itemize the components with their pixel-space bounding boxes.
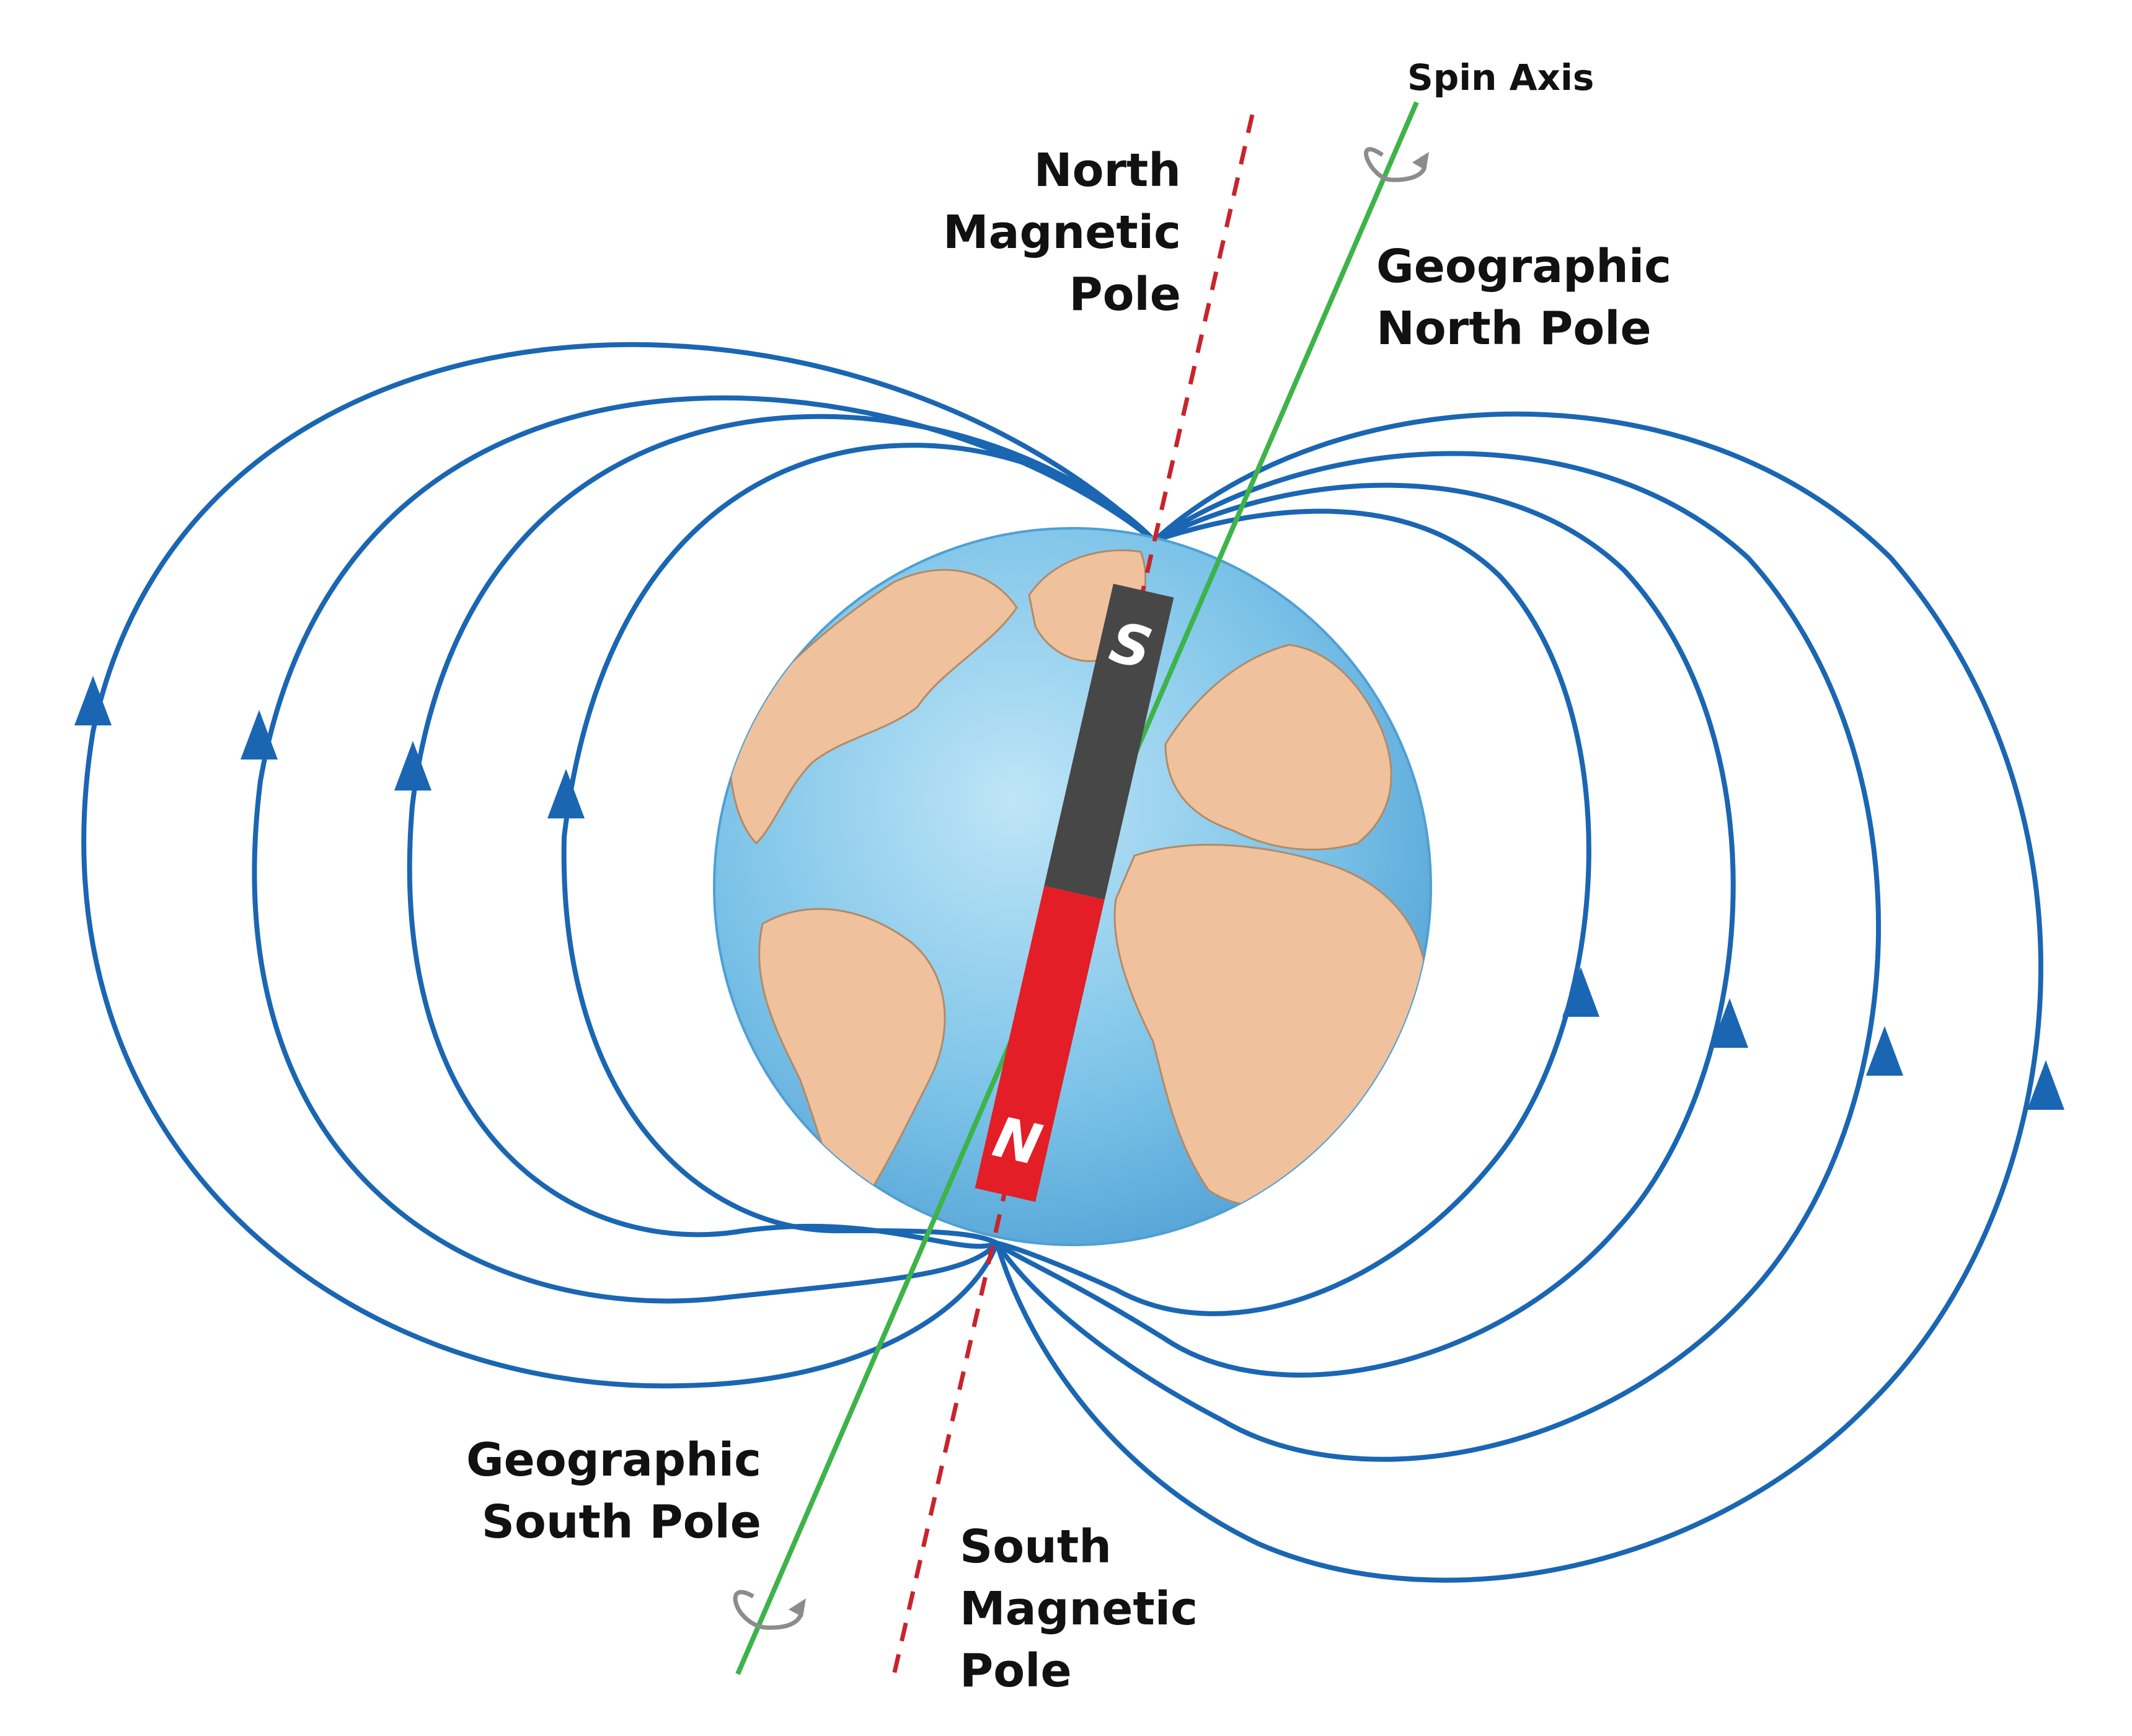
north-magnetic-pole-line-1: North	[1034, 144, 1181, 197]
rotation-arrow-bottom	[733, 1590, 806, 1630]
field-line-right-3	[995, 482, 1736, 1378]
field-line-left-3	[407, 414, 1156, 1249]
arrow-left-4	[547, 769, 585, 818]
field-lines-left	[81, 342, 1156, 1389]
geographic-north-pole-line-1: Geographic	[1376, 240, 1671, 293]
arrow-left-3	[394, 741, 431, 790]
geographic-south-pole-label: Geographic South Pole	[466, 1433, 761, 1549]
field-lines-right	[994, 411, 2043, 1583]
arrow-right-3	[1711, 998, 1748, 1048]
continent-north-america	[728, 569, 1018, 845]
rotation-arrow-top	[1364, 147, 1429, 182]
arrow-right-2	[1866, 1026, 1903, 1076]
geographic-north-pole-line-2: North Pole	[1376, 302, 1652, 355]
arrow-right-1	[2027, 1060, 2064, 1110]
arrow-left-1	[74, 676, 112, 725]
magnet-north-half	[975, 885, 1105, 1202]
arrow-left-2	[241, 710, 278, 760]
magnetic-axis-line	[890, 114, 1255, 1681]
north-magnetic-pole-line-2: Magnetic	[943, 206, 1181, 259]
field-line-right-2	[994, 451, 1881, 1462]
north-magnetic-pole-label: North Magnetic Pole	[943, 144, 1181, 321]
field-line-left-4	[561, 443, 1156, 1246]
spin-axis-label: Spin Axis	[1407, 56, 1594, 99]
field-line-left-2	[252, 395, 1156, 1304]
continent-europe	[1164, 644, 1392, 851]
field-line-arrows	[74, 676, 2064, 1110]
south-magnetic-pole-line-3: Pole	[960, 1644, 1072, 1698]
field-line-left-1	[81, 342, 1156, 1389]
geographic-south-pole-line-1: Geographic	[466, 1433, 761, 1487]
geographic-south-pole-line-2: South Pole	[482, 1495, 761, 1549]
geographic-north-pole-label: Geographic North Pole	[1376, 240, 1671, 355]
bar-magnet: S N	[975, 583, 1174, 1202]
field-line-right-4	[996, 508, 1591, 1316]
field-line-right-1	[994, 411, 2043, 1583]
south-magnetic-pole-line-1: South	[960, 1520, 1112, 1574]
continent-south-america	[758, 908, 946, 1217]
south-magnetic-pole-line-2: Magnetic	[960, 1582, 1198, 1636]
south-magnetic-pole-label: South Magnetic Pole	[960, 1520, 1198, 1698]
north-magnetic-pole-line-3: Pole	[1069, 268, 1181, 321]
arrow-right-4	[1562, 967, 1599, 1017]
magnet-south-half	[1044, 583, 1174, 900]
